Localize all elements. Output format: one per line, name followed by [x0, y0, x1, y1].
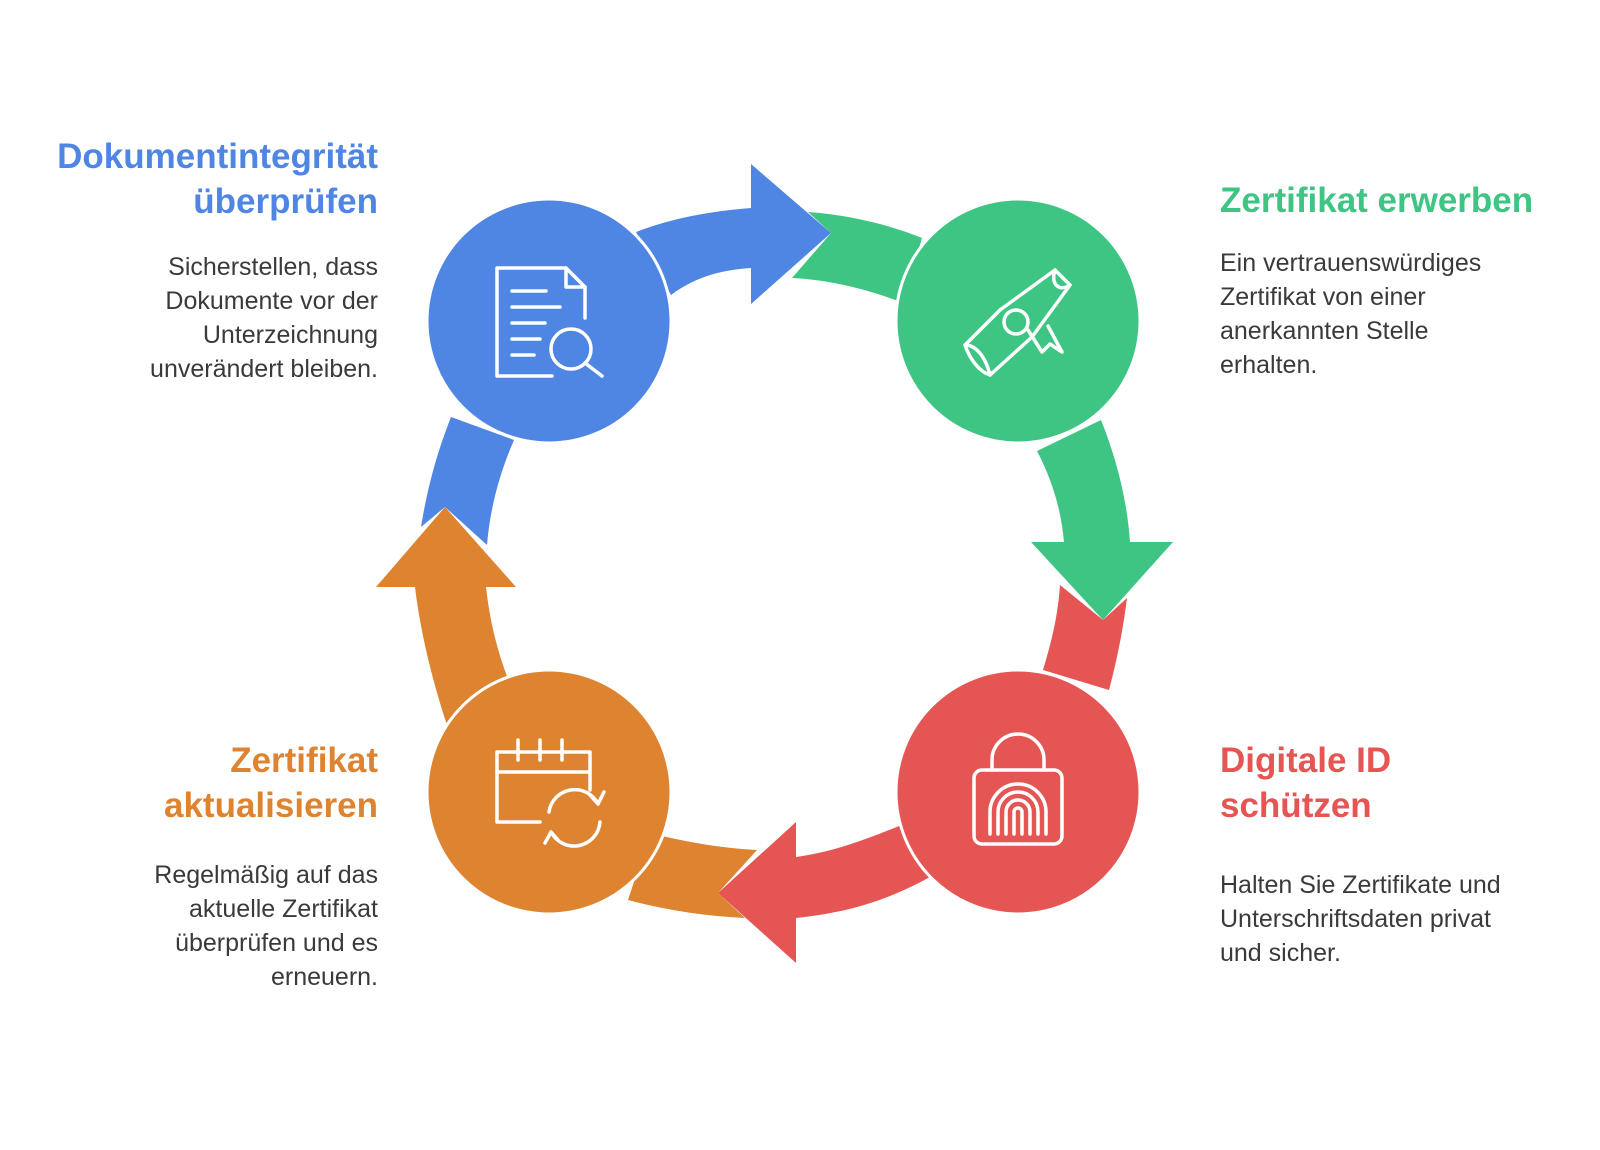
- step-circle-certificate: [894, 197, 1142, 445]
- arrow-green-to-red: [1031, 420, 1173, 620]
- step-title-document-integrity: Dokumentintegrität überprüfen: [57, 137, 378, 221]
- step-title-protect-digital-id: Digitale ID schützen: [1220, 741, 1392, 825]
- step-circle-document: [425, 197, 673, 445]
- step-title-acquire-certificate: Zertifikat erwerben: [1220, 181, 1534, 220]
- step-text-acquire-certificate: Zertifikat erwerben Ein vertrauenswürdig…: [1220, 178, 1550, 382]
- arrow-orange-to-blue: [376, 507, 516, 725]
- step-circle-renew: [425, 668, 673, 916]
- calendar-refresh-icon: [495, 738, 606, 848]
- step-description-protect-digital-id: Halten Sie Zertifikate und Unterschrifts…: [1220, 871, 1501, 967]
- arrow-green-segment: [792, 212, 922, 303]
- arrow-blue-to-green: [636, 164, 831, 304]
- fingerprint-lock-icon: [972, 732, 1064, 846]
- step-description-acquire-certificate: Ein vertrauenswürdiges Zertifikat von ei…: [1220, 249, 1482, 379]
- arrow-blue-segment: [421, 417, 514, 545]
- step-title-update-certificate: Zertifikat aktualisieren: [164, 741, 378, 825]
- document-search-icon: [495, 266, 604, 378]
- arrow-red-to-orange: [718, 820, 942, 963]
- step-text-document-integrity: Dokumentintegrität überprüfen Sicherstel…: [48, 134, 378, 386]
- step-description-document-integrity: Sicherstellen, dass Dokumente vor der Un…: [150, 253, 378, 383]
- step-text-update-certificate: Zertifikat aktualisieren Regelmäßig auf …: [48, 738, 378, 994]
- step-description-update-certificate: Regelmäßig auf das aktuelle Zertifikat ü…: [154, 861, 378, 991]
- arrow-red-segment: [1043, 585, 1127, 690]
- arrow-orange-segment: [628, 833, 757, 918]
- step-text-protect-digital-id: Digitale ID schützen Halten Sie Zertifik…: [1220, 738, 1550, 970]
- diploma-certificate-icon: [963, 268, 1072, 377]
